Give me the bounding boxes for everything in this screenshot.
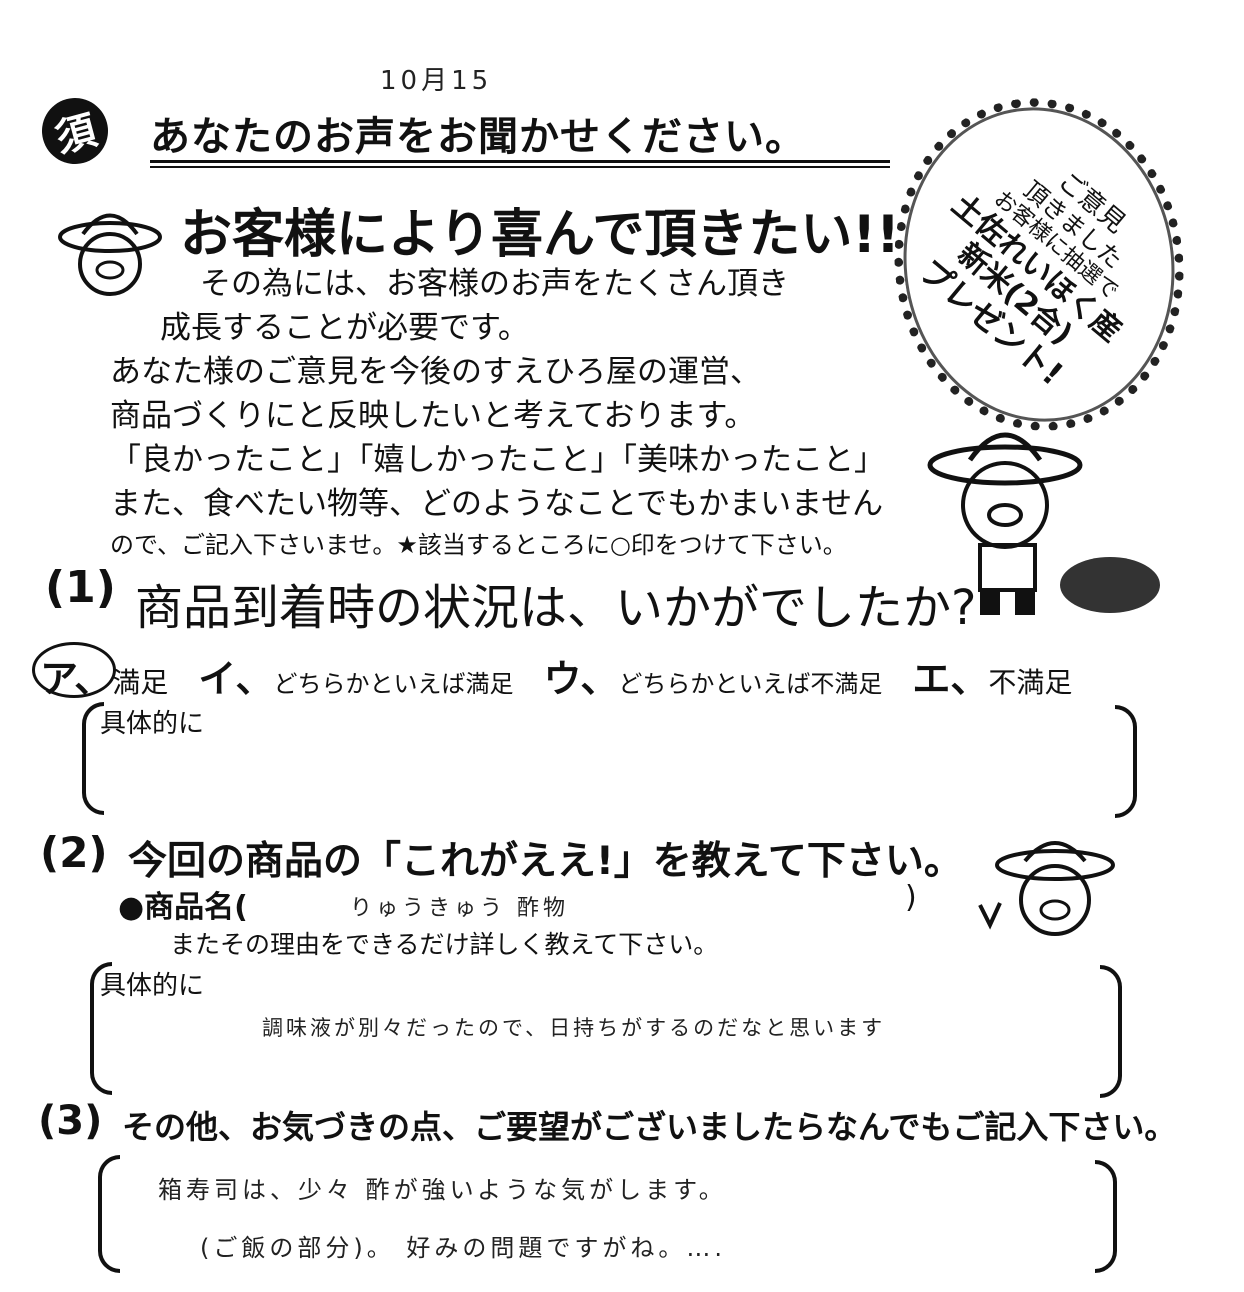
option-i[interactable]: イ、どちらかといえば満足 bbox=[198, 648, 513, 703]
option-label: 満足 bbox=[112, 666, 169, 699]
q1-options: ア、満足 イ、どちらかといえば満足 ウ、どちらかといえば不満足 エ、不満足 bbox=[32, 642, 1072, 703]
q3-bracket-left bbox=[98, 1155, 120, 1273]
title-underline bbox=[150, 160, 890, 168]
seal-stamp: 須 bbox=[34, 90, 116, 172]
option-e[interactable]: エ、不満足 bbox=[912, 648, 1072, 703]
intro-line: ので、ご記入下さいませ。★該当するところに○印をつけて下さい。 bbox=[110, 531, 847, 559]
date-note: 10月15 bbox=[380, 66, 493, 96]
option-label: どちらかといえば不満足 bbox=[618, 670, 883, 698]
option-a[interactable]: ア、満足 bbox=[32, 642, 169, 703]
form-subtitle: お客様により喜んで頂きたい!! bbox=[180, 205, 900, 265]
option-mark: イ、 bbox=[198, 657, 274, 701]
option-label: どちらかといえば満足 bbox=[273, 670, 514, 698]
intro-line: 商品づくりにと反映したいと考えております。 bbox=[110, 398, 756, 434]
q2-detail-label: 具体的に bbox=[100, 971, 205, 1001]
q2-detail-answer[interactable]: 調味液が別々だったので、日持ちがするのだなと思います bbox=[262, 1016, 886, 1040]
q3-number: (3) bbox=[38, 1098, 103, 1144]
intro-line: その為には、お客様のお声をたくさん頂き bbox=[200, 266, 789, 302]
intro-line: 「良かったこと」「嬉しかったこと」「美味かったこと」 bbox=[110, 442, 885, 478]
q2-product-answer[interactable]: りゅうきゅう 酢物 bbox=[350, 896, 569, 921]
q3-bracket-right bbox=[1095, 1160, 1117, 1273]
q2-text: 今回の商品の「これがええ!」を教えて下さい。 bbox=[128, 839, 963, 884]
intro-line: また、食べたい物等、どのようなことでもかまいません bbox=[110, 486, 884, 522]
q3-text: その他、お気づきの点、ご要望がございましたらなんでもご記入下さい。 bbox=[122, 1108, 1177, 1146]
intro-line: 成長することが必要です。 bbox=[160, 310, 529, 346]
q1-text: 商品到着時の状況は、いかがでしたか? bbox=[135, 580, 977, 636]
intro-line: あなた様のご意見を今後のすえひろ屋の運営、 bbox=[110, 354, 761, 390]
q3-answer-line1[interactable]: 箱寿司は、少々 酢が強いような気がします。 bbox=[158, 1176, 727, 1204]
mascot-small-icon bbox=[58, 213, 162, 296]
q2-product-close: ) bbox=[905, 880, 917, 915]
mascot-boar-illustration-icon bbox=[927, 432, 1160, 615]
q2-number: (2) bbox=[40, 828, 108, 877]
mascot-peace-icon bbox=[978, 841, 1115, 936]
q1-number: (1) bbox=[45, 562, 116, 613]
q3-answer-line2[interactable]: (ご飯の部分)。 好みの問題ですがね。…. bbox=[200, 1234, 726, 1262]
option-u[interactable]: ウ、どちらかといえば不満足 bbox=[543, 648, 882, 703]
prize-text: ご意見 頂きました お客様に抽選で 土佐れいほく産 新米(2合) プレゼント! bbox=[872, 102, 1208, 426]
q2-product-label: ●商品名( bbox=[118, 890, 248, 925]
q1-bracket-right bbox=[1115, 705, 1137, 818]
option-mark: エ、 bbox=[912, 657, 989, 701]
option-label: 不満足 bbox=[988, 666, 1073, 699]
form-title: あなたのお声をお聞かせください。 bbox=[150, 114, 806, 160]
q2-bracket-right bbox=[1100, 965, 1122, 1098]
q2-reason-prompt: またその理由をできるだけ詳しく教えて下さい。 bbox=[170, 930, 719, 959]
option-mark: ウ、 bbox=[543, 657, 619, 701]
selected-circle-mark bbox=[32, 642, 116, 698]
q1-detail-label: 具体的に bbox=[100, 709, 205, 739]
